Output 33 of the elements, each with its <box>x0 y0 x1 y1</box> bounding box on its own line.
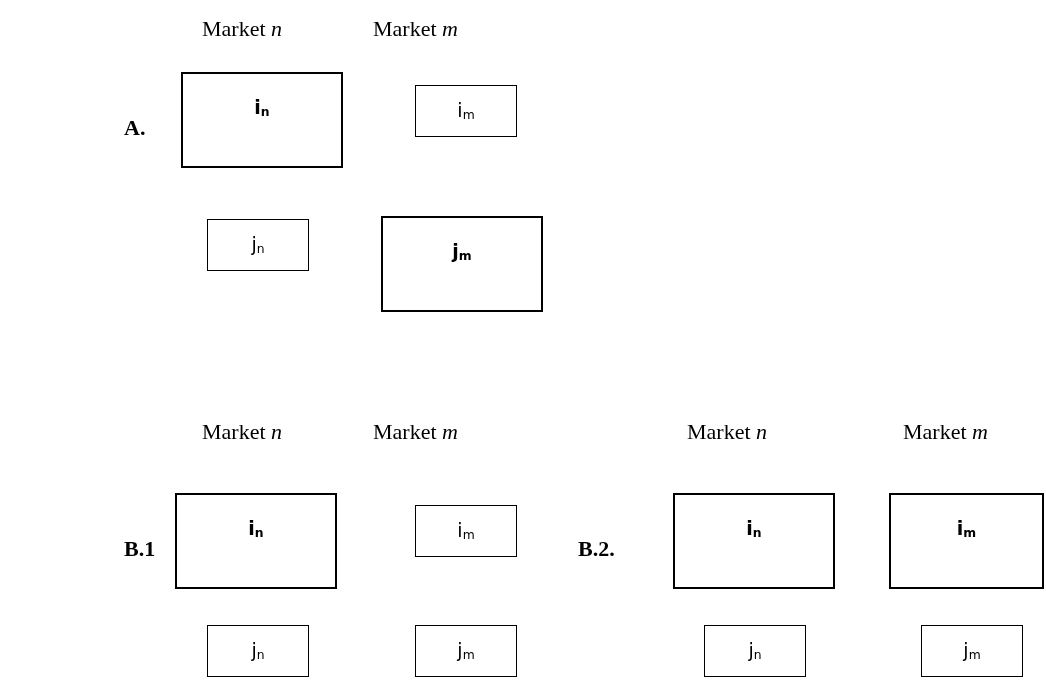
market-box <box>415 85 517 137</box>
market-box <box>381 216 543 312</box>
market-box <box>415 625 517 677</box>
column-heading: Market m <box>373 16 458 43</box>
box-label: j$_{n}$ <box>251 638 265 664</box>
column-heading: Market n <box>687 419 768 446</box>
box-label: i$_{m}$ <box>457 98 475 124</box>
box-label: i$_{n}$ <box>746 517 762 542</box>
market-box <box>415 505 517 557</box>
panel-label: A. <box>124 115 146 142</box>
box-label: j$_{n}$ <box>748 638 762 664</box>
box-label: i$_{n}$ <box>248 517 264 542</box>
box-label: i$_{n}$ <box>254 96 270 121</box>
market-box <box>207 625 309 677</box>
market-box <box>889 493 1044 589</box>
column-heading: Market n <box>202 16 283 43</box>
column-heading: Market m <box>903 419 988 446</box>
market-box <box>181 72 343 168</box>
market-box <box>175 493 337 589</box>
box-label: j$_{m}$ <box>457 638 475 664</box>
box-label: j$_{m}$ <box>963 638 981 664</box>
panel-label: B.1 <box>124 536 156 563</box>
panel-label: B.2. <box>578 536 615 563</box>
column-heading: Market m <box>373 419 458 446</box>
market-box <box>673 493 835 589</box>
box-label: i$_{m}$ <box>457 518 475 544</box>
market-box <box>704 625 806 677</box>
column-heading: Market n <box>202 419 283 446</box>
market-box <box>207 219 309 271</box>
box-label: i$_{m}$ <box>956 517 977 542</box>
box-label: j$_{n}$ <box>251 232 265 258</box>
box-label: j$_{m}$ <box>452 240 472 265</box>
market-box <box>921 625 1023 677</box>
